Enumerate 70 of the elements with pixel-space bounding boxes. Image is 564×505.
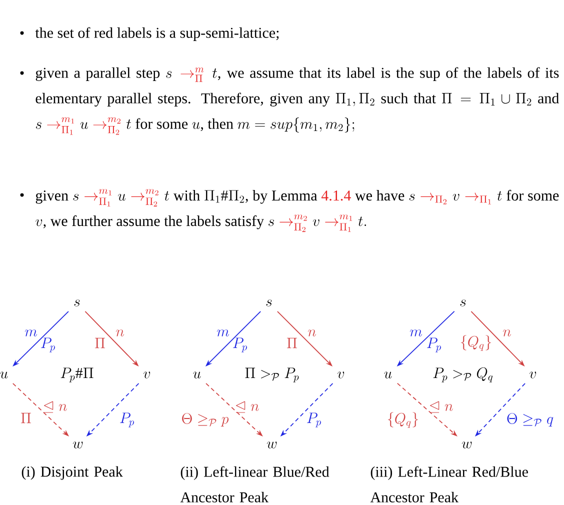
step-label: $P_p$ bbox=[427, 338, 441, 352]
relation-label: $P_p \# \Pi$ bbox=[60, 368, 94, 382]
edge-label: $m$ bbox=[25, 330, 37, 336]
vertex-label: $u$ bbox=[193, 372, 201, 378]
bullet-paragraph: given $s \mathrel{\color{red}\to^{m_1}_{\Pi_1}} u \mathrel{\color{red}\to^{m_2}_{\Pi_2}} t$ with $\Pi_1 \# \Pi_2$, by Lemma 4.1.4 we have $s \mathrel{\color{red}\to_{\Pi_2}} v \mathrel{\color{red}\to_{\Pi_1}} t$ for some $v$, we further assume the labels satisfy $s \mathrel{\color{red}\to^{m_2}_{\Pi_2}} v \mathrel{\color{red}\to^{m_1}_{\Pi_1}} t.$ bbox=[36, 189, 559, 232]
step-label: $P_p$ bbox=[41, 338, 55, 352]
label: such that bbox=[381, 92, 436, 104]
vertex-label: $s$ bbox=[74, 300, 80, 306]
label: , by Lemma bbox=[246, 190, 318, 204]
label: $s \mathrel{\color{red}\to_{\Pi_2}} v \mathrel{\color{red}\to_{\Pi_1}} t$ bbox=[409, 191, 502, 204]
bullet: • bbox=[20, 71, 24, 75]
label: , we further assume the labels satisfy bbox=[43, 215, 264, 230]
vertex-label: $w$ bbox=[266, 442, 277, 448]
bullet-paragraph: given a parallel step $s \mathrel{\color{red}\to^{m}_{\Pi}} t$, we assume that its label is the sup of the labels of its elementary parallel steps. Therefore, given any $\Pi_1, \Pi_2$ such that $\Pi = \Pi_1 \cup \Pi_2$ and $s \mathrel{\color{red}\to^{m_1}_{\Pi_1}} u \mathrel{\color{red}\to^{m_2}_{\Pi_2}} t$ for some $u$, then $m = sup\{m_1, m_2\};$ bbox=[36, 67, 559, 135]
caption: (iii) Left-Linear Red/Blue Ancestor Peak bbox=[370, 466, 528, 502]
label: $\Pi_1 \# \Pi_2$ bbox=[204, 190, 244, 203]
edge-label: $\Theta \geq_{\mathcal{P}} q$ bbox=[507, 413, 554, 427]
label: , we assume that its label is the sup of the labels of its bbox=[218, 67, 559, 81]
edge-label: $P_p$ bbox=[307, 412, 321, 428]
vertex-label: $s$ bbox=[266, 300, 272, 306]
edge-label: $\Pi$ bbox=[21, 412, 31, 424]
label: , then bbox=[200, 118, 234, 132]
caption: (i) Disjoint Peak bbox=[22, 466, 123, 480]
step-label: $\trianglelefteq n$ bbox=[430, 401, 453, 413]
label: 4.1.4 bbox=[321, 190, 351, 201]
step-label: $\Pi$ bbox=[287, 338, 297, 348]
label: $\Pi = \Pi_1 \cup \Pi_2$ bbox=[442, 93, 532, 106]
vertex-label: $u$ bbox=[0, 372, 8, 378]
bullet: • bbox=[20, 193, 24, 197]
vertex-label: $v$ bbox=[530, 372, 536, 378]
label: given bbox=[36, 190, 68, 204]
label: elementary parallel steps. Therefore, given any bbox=[36, 92, 330, 106]
bullet-paragraph: the set of red labels is a sup-semi-lattice; bbox=[35, 27, 279, 41]
label: with bbox=[173, 190, 200, 201]
label: $u$ bbox=[192, 122, 200, 129]
vertex-label: $w$ bbox=[72, 442, 83, 448]
label: $s \mathrel{\color{red}\to^{m_1}_{\Pi_1}} u \mathrel{\color{red}\to^{m_2}_{\Pi_2}} t$ bbox=[73, 189, 170, 206]
edge-label: $\Theta \geq_{\mathcal{P}} p$ bbox=[182, 413, 229, 427]
label: $s \mathrel{\color{red}\to^{m_2}_{\Pi_2}} v \mathrel{\color{red}\to^{m_1}_{\Pi_1}} t.$ bbox=[268, 214, 366, 232]
step-label: $\trianglelefteq n$ bbox=[44, 401, 67, 413]
edge-label: $n$ bbox=[308, 330, 316, 336]
step-label: $P_p$ bbox=[233, 338, 247, 352]
label: given a parallel step bbox=[36, 67, 160, 81]
vertex-label: $s$ bbox=[460, 300, 466, 306]
step-label: $\{Q_q\}$ bbox=[460, 335, 491, 351]
edge-label: $P_p$ bbox=[120, 412, 134, 428]
label: $s \mathrel{\color{red}\to^{m}_{\Pi}} t$ bbox=[166, 68, 217, 82]
vertex-label: $u$ bbox=[384, 372, 392, 378]
caption: (ii) Left-linear Blue/Red Ancestor Peak bbox=[180, 466, 330, 502]
label: $\Pi_1, \Pi_2$ bbox=[336, 93, 374, 106]
step-label: $\Pi$ bbox=[95, 338, 105, 348]
vertex-label: $v$ bbox=[338, 372, 344, 378]
label: we have bbox=[355, 190, 404, 201]
label: and bbox=[538, 92, 560, 104]
vertex-label: $w$ bbox=[462, 442, 472, 448]
relation-label: $\Pi >_{\mathcal{P}} P_p$ bbox=[245, 368, 299, 382]
bullet: • bbox=[20, 31, 24, 35]
label: $s \mathrel{\color{red}\to^{m_1}_{\Pi_1}} u \mathrel{\color{red}\to^{m_2}_{\Pi_2}} t$ bbox=[36, 117, 131, 135]
edge-label: $n$ bbox=[116, 330, 124, 336]
label: $v$ bbox=[36, 219, 42, 226]
label: for some bbox=[136, 118, 188, 129]
vertex-label: $v$ bbox=[144, 372, 150, 378]
label: $m = sup\{m_1, m_2\};$ bbox=[238, 118, 354, 133]
label: for some bbox=[506, 190, 559, 201]
edge-label: $m$ bbox=[410, 330, 422, 336]
step-label: $\trianglelefteq n$ bbox=[236, 401, 259, 413]
edge-label: $\{Q_q\}$ bbox=[388, 412, 418, 428]
edge-label: $n$ bbox=[503, 330, 511, 336]
edge-label: $m$ bbox=[217, 330, 229, 336]
relation-label: $P_p >_{\mathcal{P}} Q_q$ bbox=[433, 367, 493, 382]
